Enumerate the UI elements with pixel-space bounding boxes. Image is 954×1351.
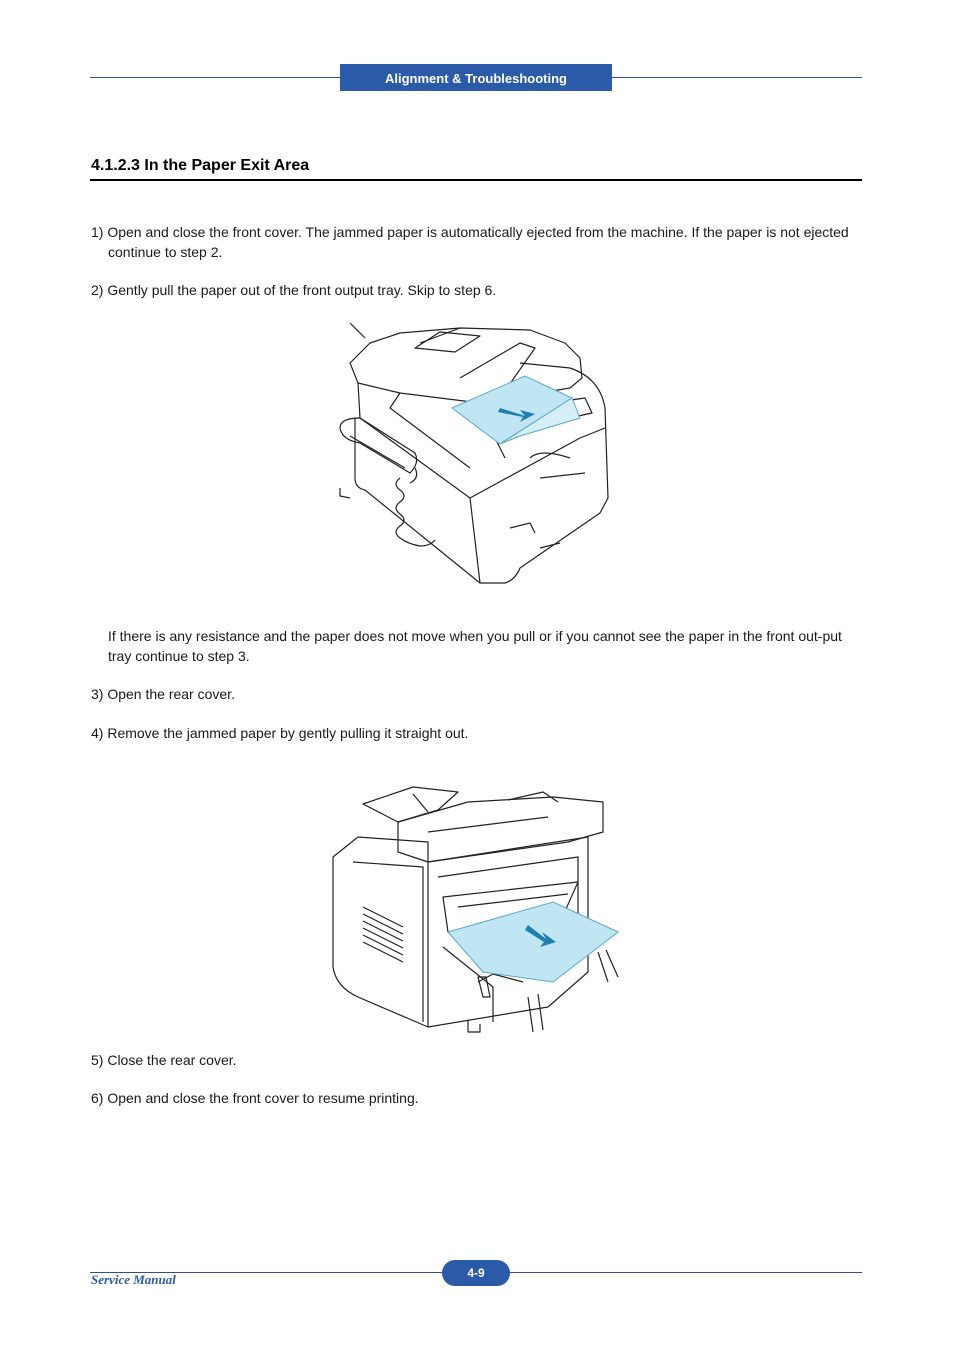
section-title-rule	[90, 179, 862, 181]
figure-rear-cover	[332, 786, 619, 1033]
step-2: 2) Gently pull the paper out of the fron…	[91, 282, 497, 298]
step-3: 3) Open the rear cover.	[91, 686, 235, 702]
step-5: 5) Close the rear cover.	[91, 1052, 237, 1068]
step-6: 6) Open and close the front cover to res…	[91, 1090, 419, 1106]
figure-front-output-tray	[339, 322, 609, 584]
step-1: 1) Open and close the front cover. The j…	[91, 224, 849, 260]
page-number: 4-9	[442, 1260, 510, 1286]
note-resistance: If there is any resistance and the paper…	[108, 628, 842, 664]
step-4: 4) Remove the jammed paper by gently pul…	[91, 725, 469, 741]
footer-manual-label: Service Manual	[91, 1272, 176, 1287]
section-title: 4.1.2.3 In the Paper Exit Area	[91, 157, 310, 174]
header-section-tab: Alignment & Troubleshooting	[340, 64, 612, 91]
